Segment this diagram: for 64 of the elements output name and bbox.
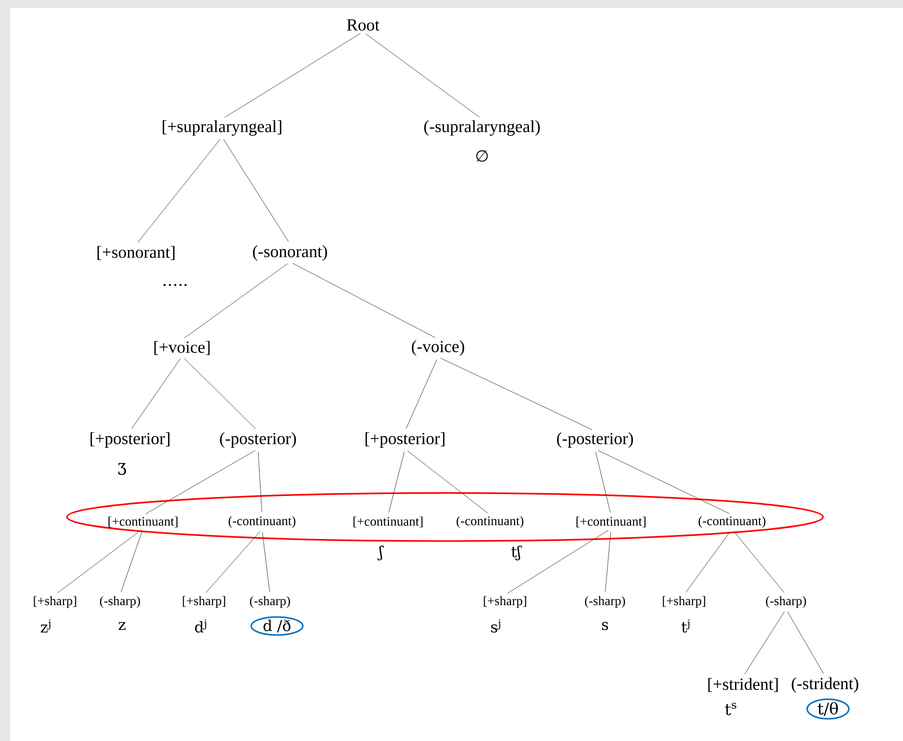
feature-label: [+continuant] xyxy=(576,516,646,528)
tree-branch xyxy=(734,531,784,593)
tree-branch xyxy=(507,530,609,594)
tree-branch xyxy=(120,531,142,592)
feature-label: (-sharp) xyxy=(766,596,806,608)
feature-label: Root xyxy=(346,19,380,31)
segment-label: s xyxy=(600,620,610,632)
segment-label: z xyxy=(117,621,127,631)
feature-label: (-posterior) xyxy=(557,432,633,448)
tree-branch xyxy=(686,531,730,593)
feature-label: [+strident] xyxy=(708,678,778,692)
feature-label: (-sharp) xyxy=(100,596,140,608)
feature-label: (-continuant) xyxy=(456,516,524,528)
feature-label: [+sonorant] xyxy=(98,246,174,260)
tree-branch xyxy=(184,263,288,338)
feature-label: (-sharp) xyxy=(585,596,625,608)
feature-label: (-posterior) xyxy=(220,432,296,448)
feature-label: [+continuant] xyxy=(354,516,422,528)
feature-label: [+sharp] xyxy=(182,596,226,608)
feature-label: (-continuant) xyxy=(698,516,766,528)
circled-segment: t/θ xyxy=(806,698,850,720)
tree-branch xyxy=(184,358,256,430)
tree-branch xyxy=(224,33,361,118)
tree-branch xyxy=(138,139,220,243)
tree-branch xyxy=(406,359,438,429)
tree-branch xyxy=(131,358,181,429)
segment-label: ∅ xyxy=(474,149,490,163)
tree-branch xyxy=(407,450,488,514)
segment-label: ʒ xyxy=(116,462,128,476)
tree-branch xyxy=(744,611,785,674)
feature-label: [+continuant] xyxy=(108,516,178,528)
tree-branch xyxy=(597,450,730,514)
feature-label: [+voice] xyxy=(154,340,210,356)
feature-label: [+sharp] xyxy=(662,596,706,608)
tree-branch xyxy=(262,532,270,592)
tree-branch xyxy=(388,452,405,513)
segment-label: t$^{s}$ xyxy=(724,702,738,716)
feature-label: [+posterior] xyxy=(90,432,170,448)
segment-label: z$^{j}$ xyxy=(39,618,53,634)
feature-label: [+sharp] xyxy=(34,596,76,608)
tree-branch xyxy=(206,531,260,593)
tree-branch xyxy=(440,358,593,430)
tree-branch xyxy=(57,530,141,594)
circled-segment: d /ð xyxy=(250,616,304,636)
segment-label: ….. xyxy=(160,282,190,288)
feature-label: (-supralaryngeal) xyxy=(424,120,540,136)
tree-branch xyxy=(223,139,289,242)
feature-label: [+sharp] xyxy=(484,596,526,608)
feature-label: [+posterior] xyxy=(366,432,444,448)
tree-branch xyxy=(145,450,256,514)
feature-label: (-sonorant) xyxy=(253,245,328,261)
tree-branch xyxy=(605,531,611,592)
feature-label: (-voice) xyxy=(412,340,464,356)
tree-branch xyxy=(292,263,436,338)
feature-label: (-sharp) xyxy=(250,596,290,608)
tree-branch xyxy=(258,452,262,512)
tree-branch xyxy=(787,611,824,674)
segment-label: tʃ xyxy=(510,544,522,562)
feature-label: [+supralaryngeal] xyxy=(162,120,282,136)
feature-label: (-continuant) xyxy=(228,516,296,528)
feature-label: (-strident) xyxy=(792,677,858,693)
tree-branch xyxy=(595,452,611,513)
tree-branch xyxy=(365,33,480,118)
segment-label: t$^{j}$ xyxy=(680,618,692,634)
